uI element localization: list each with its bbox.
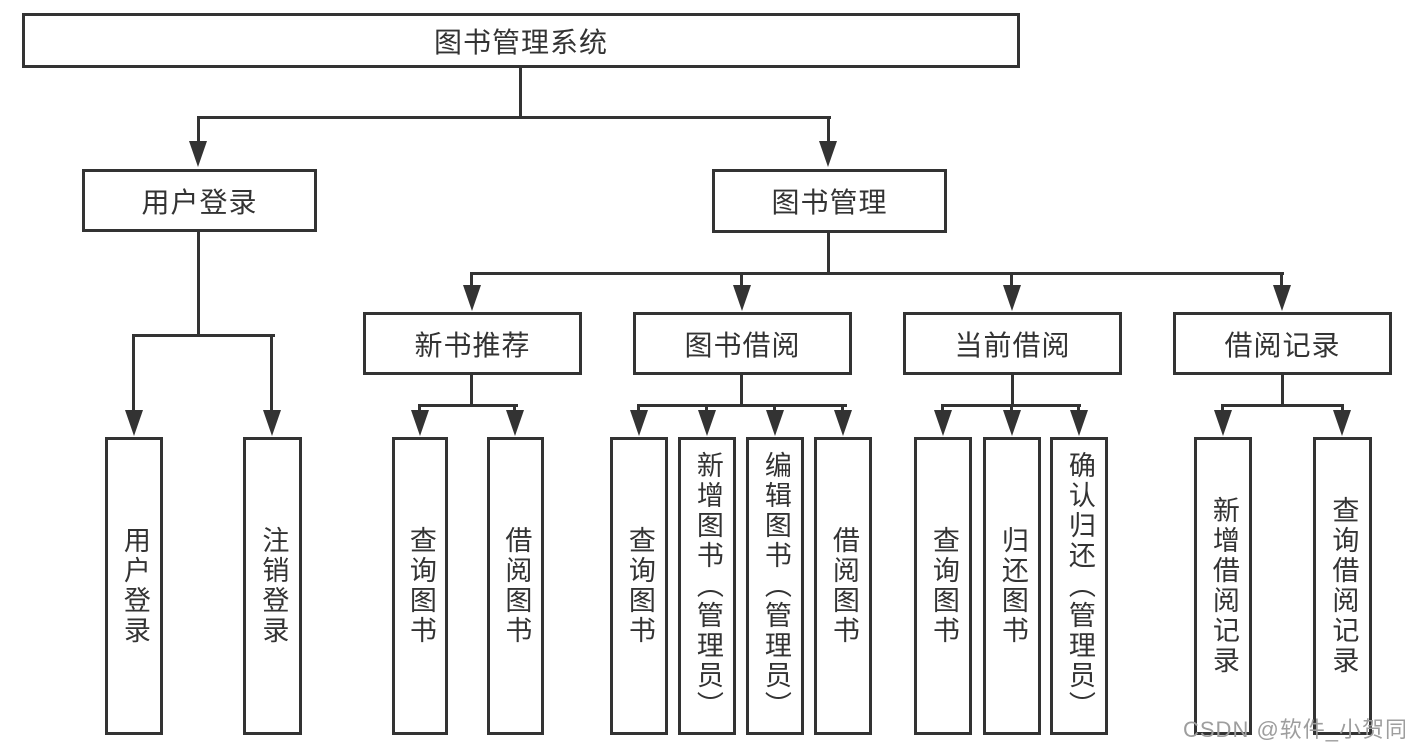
leaf-logout: 注销登录 [243, 437, 302, 735]
leaf-borrowing-query-books: 查询图书 [610, 437, 668, 735]
arrowhead [189, 141, 207, 167]
connector-line [1011, 374, 1014, 406]
node-label: 图书管理系统 [433, 26, 608, 58]
connector-line [270, 334, 273, 412]
arrowhead [506, 410, 524, 436]
arrowhead [263, 410, 281, 436]
node-label: 查询图书 [928, 526, 959, 646]
connector-line [1221, 404, 1224, 413]
node-label: 归还图书 [997, 526, 1028, 646]
leaf-confirm-return-admin: 确认归还（管理员） [1050, 437, 1108, 735]
arrowhead [1070, 410, 1088, 436]
node-label: 图书管理 [771, 187, 888, 218]
connector-line [197, 116, 831, 119]
connector-line [1281, 374, 1284, 406]
node-label: 借阅图书 [828, 526, 859, 646]
node-label: 当前借阅 [954, 329, 1071, 361]
connector-line [841, 404, 844, 413]
connector-line [418, 404, 421, 413]
leaf-add-books-admin: 新增图书（管理员） [678, 437, 736, 735]
arrowhead [463, 285, 481, 311]
arrowhead [1333, 410, 1351, 436]
node-label: 查询图书 [405, 526, 436, 646]
node-book-borrowing: 图书借阅 [633, 312, 852, 375]
node-label: 编辑图书（管理员） [760, 451, 791, 721]
connector-line [197, 116, 200, 144]
leaf-return-books: 归还图书 [983, 437, 1041, 735]
connector-line [1010, 404, 1013, 413]
connector-line [941, 404, 944, 413]
connector-line [513, 404, 516, 413]
leaf-current-query-books: 查询图书 [914, 437, 972, 735]
connector-line [470, 374, 473, 406]
connector-line [470, 272, 473, 286]
arrowhead [766, 410, 784, 436]
node-label: 新增图书（管理员） [692, 451, 723, 721]
connector-line [827, 116, 830, 144]
node-book-management: 图书管理 [712, 169, 947, 233]
connector-line [519, 67, 522, 119]
arrowhead [1003, 285, 1021, 311]
arrowhead [834, 410, 852, 436]
connector-line [637, 404, 847, 407]
leaf-user-login: 用户登录 [105, 437, 163, 735]
leaf-add-borrow-record: 新增借阅记录 [1194, 437, 1252, 735]
leaf-edit-books-admin: 编辑图书（管理员） [746, 437, 804, 735]
node-label: 确认归还（管理员） [1064, 451, 1095, 721]
connector-line [418, 404, 518, 407]
node-label: 用户登录 [141, 186, 258, 218]
leaf-query-borrow-record: 查询借阅记录 [1313, 437, 1372, 735]
leaf-borrowing-borrow-books: 借阅图书 [814, 437, 872, 735]
node-label: 借阅图书 [501, 526, 532, 646]
arrowhead [411, 410, 429, 436]
connector-line [637, 404, 640, 413]
connector-line [740, 374, 743, 406]
arrowhead [630, 410, 648, 436]
node-user-login: 用户登录 [82, 169, 317, 232]
connector-line [1341, 404, 1344, 413]
connector-line [773, 404, 776, 413]
node-label: 借阅记录 [1224, 329, 1341, 361]
node-borrowing-records: 借阅记录 [1173, 312, 1392, 375]
connector-line [1221, 404, 1344, 407]
node-current-borrowing: 当前借阅 [903, 312, 1122, 375]
connector-line [705, 404, 708, 413]
connector-line [740, 272, 743, 286]
node-label: 查询借阅记录 [1328, 496, 1359, 676]
connector-line [1280, 272, 1283, 286]
connector-line [197, 231, 200, 337]
node-new-book-recommendation: 新书推荐 [363, 312, 582, 375]
node-library-management-system: 图书管理系统 [22, 13, 1020, 68]
connector-line [470, 272, 1284, 275]
arrowhead [934, 410, 952, 436]
watermark: CSDN @软件_小贺同学 [1183, 717, 1405, 742]
arrowhead [733, 285, 751, 311]
connector-line [132, 334, 135, 412]
arrowhead [819, 141, 837, 167]
arrowhead [1214, 410, 1232, 436]
node-label: 新书推荐 [414, 329, 531, 361]
node-label: 图书借阅 [684, 329, 801, 361]
leaf-recommend-query-books: 查询图书 [392, 437, 448, 735]
node-label: 注销登录 [258, 526, 289, 646]
arrowhead [698, 410, 716, 436]
connector-line [1077, 404, 1080, 413]
connector-line [1010, 272, 1013, 286]
connector-line [132, 334, 275, 337]
arrowhead [1273, 285, 1291, 311]
connector-line [827, 232, 830, 274]
arrowhead [125, 410, 143, 436]
node-label: 查询图书 [624, 526, 655, 646]
arrowhead [1003, 410, 1021, 436]
leaf-recommend-borrow-books: 借阅图书 [487, 437, 544, 735]
node-label: 新增借阅记录 [1208, 496, 1239, 676]
node-label: 用户登录 [119, 526, 150, 646]
